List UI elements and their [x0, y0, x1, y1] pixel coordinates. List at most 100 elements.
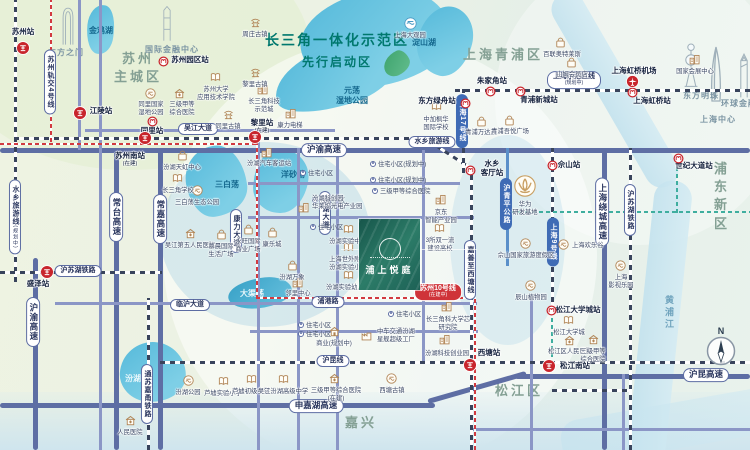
highway: [33, 258, 38, 450]
pagoda-icon: [249, 16, 262, 29]
book-icon: [209, 71, 222, 84]
title-line1: 长三角一体化示范区: [265, 32, 409, 48]
residential-marker: 住宅小区: [300, 168, 333, 177]
metro-station-icon: [485, 86, 496, 97]
highway: [0, 148, 750, 153]
landmark-label: 国际金融中心: [145, 45, 199, 54]
hospital-icon: [173, 87, 186, 100]
poi-label: 汾湖科创园华莱坞光电产业园: [312, 195, 363, 210]
poi-label: 汾湖天虹中心: [163, 164, 201, 171]
building-icon: [440, 300, 453, 313]
poi-label: 上海大观园: [394, 32, 426, 39]
book-icon: [217, 375, 230, 388]
line-name-pill: 沪昆高速: [682, 368, 730, 382]
metro-station-icon: [546, 305, 557, 316]
poi-label: 汾湖科技创业园: [424, 350, 470, 357]
poi-label: 山姆会员店: [556, 71, 588, 78]
building-icon: [260, 146, 273, 159]
poi-label: 三级甲等综合医院: [169, 101, 195, 116]
poi-label: 百联奥特莱斯: [543, 51, 581, 58]
poi-label: 永旺国际商业广场: [235, 238, 261, 253]
station-label: 苏州站: [11, 27, 35, 36]
bag-icon: [242, 223, 255, 236]
scenic-icon: [557, 238, 570, 251]
station-label: 青浦新城站: [520, 95, 558, 104]
poi-label: 上海世外附属汾湖实验小学: [329, 256, 367, 271]
poi-label: 慕晨国际生活广场: [208, 243, 234, 258]
line-name-pill: 沪苏湖铁路: [54, 264, 102, 278]
bag-icon: [266, 226, 279, 239]
line-name-pill: 沪昆线: [316, 354, 350, 368]
station-label: 上海虹桥站: [633, 96, 671, 105]
hospital-icon: [587, 333, 600, 346]
metro-line: [551, 312, 553, 364]
road: [248, 216, 474, 219]
scenic-icon: [519, 237, 532, 250]
poi-label: 汾湖实验幼儿园: [325, 284, 371, 291]
station-label: 松江南站: [560, 361, 590, 370]
book-icon: [171, 172, 184, 185]
book-icon: [562, 314, 575, 327]
region-label: 浦东新区: [713, 161, 730, 231]
residential-marker: 住宅小区: [298, 320, 331, 329]
metro-line: [676, 156, 678, 213]
road: [530, 300, 533, 450]
station-label: 苏州南站(在建): [115, 151, 145, 167]
poi-label: 华为研发基地: [512, 201, 538, 216]
road: [297, 148, 300, 450]
railway-line: [14, 137, 430, 140]
highway: [158, 150, 163, 450]
metro-station-icon: [673, 153, 684, 164]
poi-label: 西塘古镇: [379, 387, 405, 394]
poi-label: 3所双一流建设高校: [425, 237, 455, 252]
landmark-label: 东方之门: [48, 48, 84, 57]
hospital-icon: [328, 372, 341, 385]
scenic-icon: [144, 87, 157, 100]
landmark-ifc-illustration: [163, 5, 171, 41]
poi-label: 国家会展中心: [676, 68, 714, 75]
station-label: 盛泽站: [26, 279, 50, 288]
building-icon: [297, 201, 310, 214]
poi-label: 上海影视乐园: [608, 274, 634, 289]
poi-label: 汾湖实验中学: [329, 238, 367, 245]
metro-station-icon: [515, 86, 526, 97]
line-name-pill: 沪渝高速: [300, 143, 348, 157]
building-icon: [688, 53, 701, 66]
poi-label: 同里国家湿地公园: [138, 101, 164, 116]
bag-icon: [215, 228, 228, 241]
lake-label: 三白荡: [215, 180, 239, 189]
road: [78, 0, 81, 150]
line-name-pill: 申嘉湖高速: [288, 399, 344, 413]
poi-label: 康乐城: [262, 241, 282, 248]
poi-label: 芦墟初级中学: [232, 388, 270, 395]
road: [250, 330, 478, 333]
poi-label: 青浦万达茂: [465, 129, 497, 136]
metro-station-icon: [158, 56, 169, 67]
poi-label: 汾湖万象: [279, 274, 305, 281]
poi-label: 黎里古镇: [242, 81, 268, 88]
line-name-pill: 嘉善至西塘线: [463, 240, 477, 300]
bag-icon: [475, 115, 488, 128]
book-icon: [277, 373, 290, 386]
metro-line-under-construction: [256, 297, 472, 299]
highway: [114, 150, 119, 450]
poi-label: 青浦吾悦广场: [491, 128, 529, 135]
road: [257, 140, 260, 450]
title-line2: 先行启动区: [301, 55, 372, 69]
lotus-icon: [514, 175, 536, 197]
poi-label: 京东智能产业园: [425, 209, 457, 224]
poi-label: 三级甲等综合医院: [580, 348, 606, 363]
railway-line: [629, 148, 632, 450]
residential-marker: 住宅小区(规划中): [370, 175, 426, 184]
poi-label: 长三角科大学芯研究院: [425, 316, 471, 331]
residential-marker: 住宅小区: [388, 309, 421, 318]
railway-line: [470, 170, 473, 450]
poi-label: 人民医院: [117, 429, 143, 436]
compass-icon: [706, 336, 736, 366]
line-name-pill: 常嘉高速: [153, 194, 167, 244]
bag-icon: [286, 259, 299, 272]
rail-station-icon: [73, 106, 87, 120]
residential-marker: 住宅小区: [312, 195, 345, 204]
metro-station-icon: [627, 87, 638, 98]
poi-label: 汾湖汽车客运站: [246, 160, 292, 167]
